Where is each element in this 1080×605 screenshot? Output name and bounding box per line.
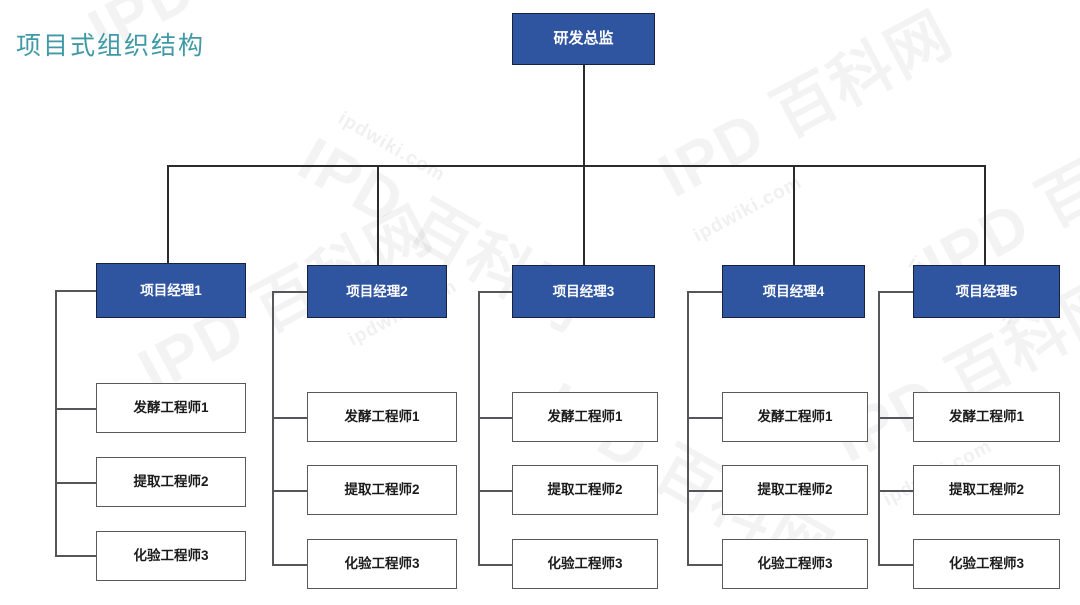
connector-branch-5-2 (878, 490, 914, 492)
connector-branch-4-1 (687, 417, 723, 419)
node-engineer-1-2[interactable]: 提取工程师2 (96, 457, 246, 507)
node-engineer-4-3[interactable]: 化验工程师3 (722, 539, 868, 589)
connector-branch-1-3 (55, 555, 97, 557)
connector-manager-bus (167, 165, 984, 167)
watermark-brand: IPD 百科网 (640, 0, 965, 214)
connector-branch-2-1 (272, 417, 308, 419)
connector-drop-manager-5 (984, 165, 986, 265)
connector-spine-top-column-4 (687, 291, 723, 293)
connector-spine-column-3 (478, 291, 480, 565)
node-engineer-5-3[interactable]: 化验工程师3 (913, 539, 1060, 589)
connector-branch-2-3 (272, 564, 308, 566)
connector-branch-5-3 (878, 564, 914, 566)
node-engineer-1-3[interactable]: 化验工程师3 (96, 531, 246, 581)
node-project-manager-4[interactable]: 项目经理4 (722, 265, 865, 318)
connector-branch-2-2 (272, 490, 308, 492)
connector-root-stem (583, 65, 585, 166)
node-engineer-3-2[interactable]: 提取工程师2 (512, 465, 658, 515)
connector-branch-3-2 (478, 490, 513, 492)
connector-drop-manager-3 (583, 165, 585, 265)
node-project-manager-3[interactable]: 项目经理3 (512, 265, 655, 318)
connector-spine-top-column-2 (272, 291, 308, 293)
node-engineer-3-3[interactable]: 化验工程师3 (512, 539, 658, 589)
node-executive-director[interactable]: 研发总监 (512, 13, 655, 65)
connector-spine-top-column-1 (55, 290, 97, 292)
page-title: 项目式组织结构 (16, 32, 206, 60)
connector-branch-1-2 (55, 482, 97, 484)
connector-spine-column-4 (687, 291, 689, 565)
node-project-manager-2[interactable]: 项目经理2 (307, 265, 447, 318)
node-project-manager-5[interactable]: 项目经理5 (913, 265, 1060, 318)
connector-spine-column-2 (272, 291, 274, 565)
node-project-manager-1[interactable]: 项目经理1 (96, 263, 246, 318)
connector-spine-top-column-5 (878, 291, 914, 293)
node-engineer-2-3[interactable]: 化验工程师3 (307, 539, 457, 589)
node-engineer-2-1[interactable]: 发酵工程师1 (307, 392, 457, 442)
watermark-site: ipdwiki.com (690, 171, 806, 247)
watermark-site: ipdwiki.com (334, 108, 449, 187)
connector-spine-top-column-3 (478, 291, 513, 293)
connector-branch-1-1 (55, 408, 97, 410)
connector-drop-manager-1 (167, 165, 169, 263)
connector-spine-column-5 (878, 291, 880, 565)
node-engineer-3-1[interactable]: 发酵工程师1 (512, 392, 658, 442)
connector-branch-5-1 (878, 417, 914, 419)
connector-drop-manager-2 (377, 165, 379, 265)
connector-branch-3-1 (478, 417, 513, 419)
node-engineer-4-1[interactable]: 发酵工程师1 (722, 392, 868, 442)
node-engineer-4-2[interactable]: 提取工程师2 (722, 465, 868, 515)
connector-branch-4-2 (687, 490, 723, 492)
node-engineer-1-1[interactable]: 发酵工程师1 (96, 383, 246, 433)
connector-spine-column-1 (55, 290, 57, 555)
connector-drop-manager-4 (793, 165, 795, 265)
node-engineer-5-1[interactable]: 发酵工程师1 (913, 392, 1060, 442)
node-engineer-2-2[interactable]: 提取工程师2 (307, 465, 457, 515)
connector-branch-4-3 (687, 564, 723, 566)
node-engineer-5-2[interactable]: 提取工程师2 (913, 465, 1060, 515)
connector-branch-3-3 (478, 564, 513, 566)
